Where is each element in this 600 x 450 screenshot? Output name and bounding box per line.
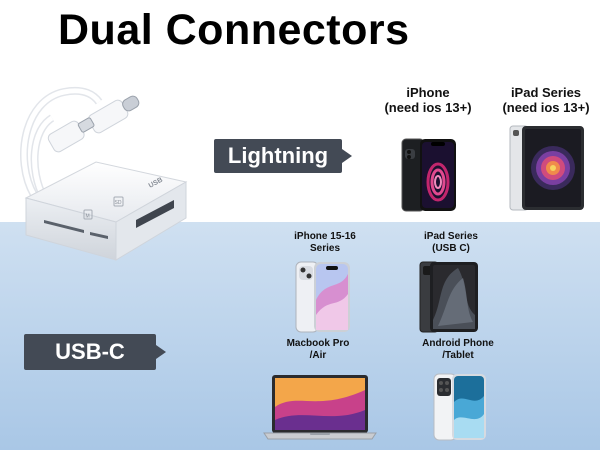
macbook-icon [263,375,377,440]
android-phone-icon [433,373,486,441]
iphone-icon [401,138,456,212]
micro-sd-label: M [86,214,90,220]
ipad-pro-icon [419,261,478,333]
ipad-usbc-label: iPad Series (USB C) [424,231,478,254]
lightning-tag: Lightning [214,139,352,173]
ipad-icon [509,125,584,211]
usb-c-tag: USB-C [24,334,166,370]
page-title: Dual Connectors [58,6,410,54]
macbook-label: Macbook Pro /Air [286,338,350,361]
ipad-series-label: iPad Series (need ios 13+) [502,85,590,115]
iphone-15-16-label: iPhone 15-16 Series [294,231,356,254]
iphone-15-icon [295,261,350,333]
card-reader-adapter-icon: USB M SD [20,86,188,261]
iphone-label: iPhone (need ios 13+) [384,85,472,115]
android-label: Android Phone /Tablet [422,338,494,361]
sd-label: SD [115,200,122,206]
